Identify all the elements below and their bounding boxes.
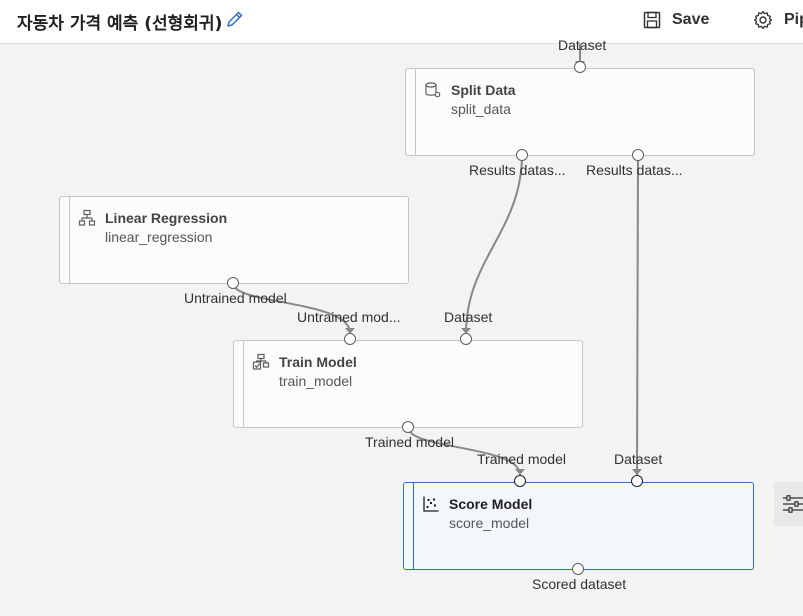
port-label-split-in: Dataset (558, 37, 607, 53)
node-train-model[interactable]: Train Model train_model (233, 340, 583, 428)
sliders-icon (783, 495, 803, 513)
port-split-out2[interactable] (632, 149, 644, 161)
pipeline-label: Pip (784, 11, 803, 28)
port-score-in1[interactable] (514, 475, 526, 487)
top-bar: 자동차 가격 예측 (선형회귀) Save Pip (0, 0, 803, 44)
port-label-score-in1: Trained model (477, 451, 566, 467)
port-split-out1[interactable] (516, 149, 528, 161)
gear-icon (753, 10, 773, 30)
pencil-icon[interactable] (225, 9, 245, 29)
scatter-plot-icon (423, 496, 439, 512)
port-label-score-out: Scored dataset (532, 576, 627, 592)
port-label-train-in2: Dataset (444, 309, 493, 325)
pipeline-title: 자동차 가격 예측 (선형회귀) (17, 14, 223, 34)
port-split-in[interactable] (574, 61, 586, 73)
node-id: score_model (449, 515, 530, 531)
port-score-out[interactable] (572, 563, 584, 575)
save-button[interactable]: Save (642, 8, 709, 32)
node-split-data[interactable]: Split Data split_data (405, 68, 755, 156)
port-train-in1[interactable] (344, 333, 356, 345)
train-model-icon (252, 353, 270, 370)
node-id: linear_regression (105, 229, 213, 245)
node-title: Score Model (449, 496, 533, 512)
port-label-train-out: Trained model (365, 434, 454, 450)
port-label-train-in1: Untrained mod... (297, 309, 401, 325)
hierarchy-icon (78, 209, 96, 226)
port-score-in2[interactable] (631, 475, 643, 487)
port-train-out[interactable] (402, 421, 414, 433)
node-id: train_model (279, 373, 353, 389)
node-score-model[interactable]: Score Model score_model (403, 482, 754, 570)
node-title: Split Data (451, 82, 516, 98)
node-id: split_data (451, 101, 511, 117)
port-linreg-out[interactable] (227, 277, 239, 289)
node-settings-toggle[interactable] (774, 482, 803, 526)
node-linear-regression[interactable]: Linear Regression linear_regression (59, 196, 409, 284)
port-label-linreg-out: Untrained model (184, 290, 287, 306)
save-label: Save (672, 11, 710, 28)
node-title: Linear Regression (105, 210, 228, 226)
port-label-score-in2: Dataset (614, 451, 663, 467)
port-train-in2[interactable] (460, 333, 472, 345)
save-icon (643, 11, 661, 29)
port-label-split-out2: Results datas... (586, 162, 683, 178)
port-label-split-out1: Results datas... (469, 162, 566, 178)
pipeline-settings-button[interactable]: Pip (752, 8, 803, 32)
node-title: Train Model (279, 354, 357, 370)
database-icon (425, 82, 441, 98)
